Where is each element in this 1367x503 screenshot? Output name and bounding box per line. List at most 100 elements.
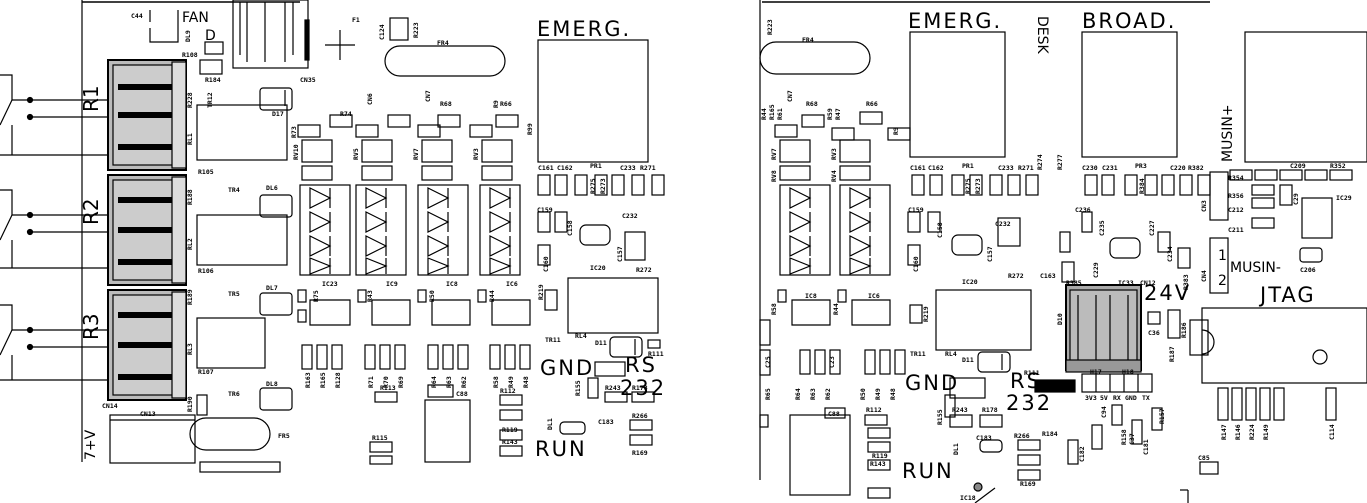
ref-rv10: RV10: [292, 144, 300, 160]
ref-r44b: R44: [832, 303, 840, 315]
pcb-right-drawing: EMERG. DESK BROAD. MUSIN+ MUSIN- 1 2 JTA…: [759, 0, 1367, 503]
ref-r169: R169: [632, 449, 648, 457]
label-emerg: EMERG.: [537, 17, 631, 41]
ref-r273: R273: [599, 178, 607, 194]
ref-r271: R271: [1018, 164, 1034, 172]
ref-r65: R65: [764, 388, 772, 400]
ref-r113: R113: [380, 384, 396, 392]
terminal-block-r2: [107, 174, 187, 286]
ref-r272: R272: [636, 266, 652, 274]
ref-c158: C158: [936, 222, 944, 238]
ref-r189: R189: [186, 289, 194, 305]
ref-r274: R274: [1036, 154, 1044, 170]
terminal-block-r3: [107, 289, 187, 401]
ref-ic33: IC33: [1118, 279, 1134, 287]
ref-cn4: CN4: [1200, 270, 1208, 282]
ref-c235: C235: [1098, 220, 1106, 236]
label-jtag: JTAG: [1258, 283, 1316, 307]
label-fan: FAN: [182, 10, 209, 26]
ref-c233: C233: [620, 164, 636, 172]
ref-c211: C211: [1228, 226, 1244, 234]
ref-c220: C220: [1170, 164, 1186, 172]
ref-pr1: PR1: [590, 162, 602, 170]
ref-r356: R356: [1228, 192, 1244, 200]
ref-c206: C206: [1300, 266, 1316, 274]
ref-c88: C88: [456, 390, 468, 398]
ref-cn3: CN3: [1200, 200, 1208, 212]
ref-r155: R155: [574, 380, 582, 396]
ref-r352: R352: [1330, 162, 1346, 170]
ref-r59: R59: [826, 108, 834, 120]
ref-tr11: TR11: [910, 350, 926, 358]
ref-c181: C181: [1142, 439, 1150, 455]
label-r1: R1: [79, 85, 103, 112]
ref-c227: C227: [1148, 220, 1156, 236]
ref-r243: R243: [952, 406, 968, 414]
diode-array: [299, 184, 521, 276]
ref-r219: R219: [922, 306, 930, 322]
ref-d17: D17: [272, 110, 284, 118]
d11-led: [609, 336, 643, 358]
ref-tr12: TR12: [206, 92, 214, 108]
ref-dl7: DL7: [266, 284, 278, 292]
dl7-led: [259, 292, 293, 316]
ref-r74: R74: [340, 110, 352, 118]
ref-rl4: RL4: [575, 332, 587, 340]
resistor-area: [774, 111, 911, 181]
ref-c94: C94: [1100, 406, 1108, 418]
ref-c161: C161: [538, 164, 554, 172]
label-gnd: GND: [905, 371, 959, 395]
designators-right: R223 FR4 CN7 R68 R66 R44 R165 R61 R59 R4…: [760, 19, 1352, 502]
c44-outline: [149, 10, 179, 43]
component-row-bottom: [759, 387, 1337, 499]
ref-r275: R275: [964, 178, 972, 194]
ref-r58: R58: [770, 303, 778, 315]
ref-dl1: DL1: [546, 418, 554, 430]
broad-module: [1081, 31, 1178, 158]
ref-r266: R266: [632, 412, 648, 420]
label-pin2: 2: [1218, 273, 1227, 289]
cn13-connector: [109, 414, 196, 464]
pin-tx: TX: [1142, 394, 1150, 402]
ref-c37: C37: [1128, 433, 1136, 445]
ref-rv4: RV4: [830, 170, 838, 182]
ref-c231: C231: [1102, 164, 1118, 172]
ic-row: [759, 289, 906, 376]
relay-contact-schematic: [0, 74, 110, 381]
ref-r9: R9: [892, 127, 900, 135]
ref-ic18: IC18: [960, 494, 976, 502]
ref-c159: C159: [908, 206, 924, 214]
designators-left: C44 F1 C124 R223 FR4 DL9 R108 R184 CN35 …: [102, 12, 664, 457]
ref-c25: C25: [764, 356, 772, 368]
ref-r119: R119: [872, 452, 888, 460]
ref-rv7: RV7: [412, 148, 420, 160]
ref-tr5: TR5: [228, 290, 240, 298]
ref-cn35: CN35: [300, 76, 316, 84]
ref-h18: H18: [1122, 368, 1134, 376]
ref-cn13: CN13: [140, 410, 156, 418]
ref-r169: R169: [1020, 480, 1036, 488]
fan-connector: [232, 0, 310, 69]
ref-r155: R155: [936, 409, 944, 425]
dl8-led: [259, 387, 293, 411]
test-point: [973, 482, 983, 492]
d11-led: [977, 351, 1011, 373]
ref-r107: R107: [198, 368, 214, 376]
emerg-module: [909, 31, 1006, 158]
ref-rl3: RL3: [186, 343, 194, 355]
ref-r385: R385: [1066, 279, 1082, 287]
ref-c162: C162: [928, 164, 944, 172]
pin-5v: 5V: [1100, 394, 1108, 402]
ref-dl6: DL6: [266, 184, 278, 192]
ref-r163: R163: [304, 372, 312, 388]
ref-d10: D10: [1056, 313, 1064, 325]
diode-array: [779, 184, 891, 276]
ref-r143: R143: [502, 438, 518, 446]
ref-c232: C232: [622, 212, 638, 220]
label-musin-minus: MUSIN-: [1230, 260, 1281, 276]
terminal-block-r1: [107, 59, 187, 171]
d17-led: [259, 87, 293, 111]
dl6-led: [259, 194, 293, 218]
ref-tr11: TR11: [545, 336, 561, 344]
ref-c159: C159: [537, 206, 553, 214]
